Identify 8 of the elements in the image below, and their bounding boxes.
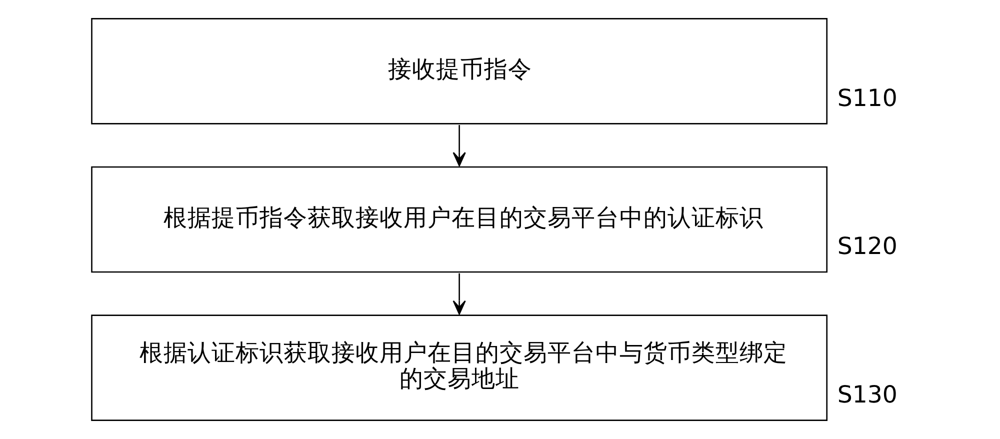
arrow [452,124,466,166]
node-box: 根据认证标识获取接收用户在目的交易平台中与货币类型绑定的交易地址 [91,314,828,421]
arrow [452,273,466,315]
node-label: S110 [837,84,898,112]
node-label: S120 [837,232,898,260]
node-label: S130 [837,380,898,408]
node-box: 根据提币指令获取接收用户在目的交易平台中的认证标识 [91,166,828,273]
node-box: 接收提币指令 [91,18,828,124]
